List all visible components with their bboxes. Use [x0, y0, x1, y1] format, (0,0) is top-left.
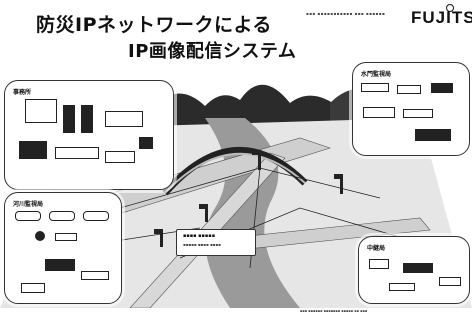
- panel-relay: 中継局: [358, 236, 470, 304]
- panel-office-title: 事務所: [13, 89, 32, 96]
- center-callout: ▪▪▪▪ ▪▪▪▪▪ ▪▪▪▪▪ ▪▪▪▪ ▪▪▪▪: [176, 229, 256, 256]
- arch-bridge: [162, 147, 308, 196]
- panel-office: 事務所: [4, 80, 174, 190]
- panel-watergate-title: 水門監視局: [361, 71, 392, 78]
- title-line-2: IP画像配信システム: [128, 41, 297, 62]
- panel-relay-title: 中継局: [367, 245, 386, 252]
- panel-river: 河川監視局: [4, 192, 122, 304]
- callout-line-2: ▪▪▪▪▪ ▪▪▪▪ ▪▪▪▪: [183, 242, 221, 247]
- logo-dot-icon: [446, 4, 454, 12]
- panel-river-title: 河川監視局: [13, 201, 44, 208]
- title-line-1: 防災IPネットワークによる: [36, 14, 272, 36]
- mountain-range: [150, 84, 340, 128]
- panel-watergate: 水門監視局: [352, 62, 470, 156]
- tagline-text: ▪▪▪ ▪▪▪▪▪▪▪▪▪▪▪ ▪▪▪ ▪▪▪▪▪▪: [306, 11, 386, 16]
- camera-poles: [154, 150, 343, 247]
- callout-line-1: ▪▪▪▪ ▪▪▪▪▪: [183, 233, 216, 239]
- footer-copyright: ▪▪▪ ▪▪▪▪▪▪ ▪▪▪▪▪▪▪ ▪▪▪▪▪ ▪▪ ▪▪▪: [300, 309, 368, 313]
- fujitsu-logo: FUJITSU: [411, 8, 472, 27]
